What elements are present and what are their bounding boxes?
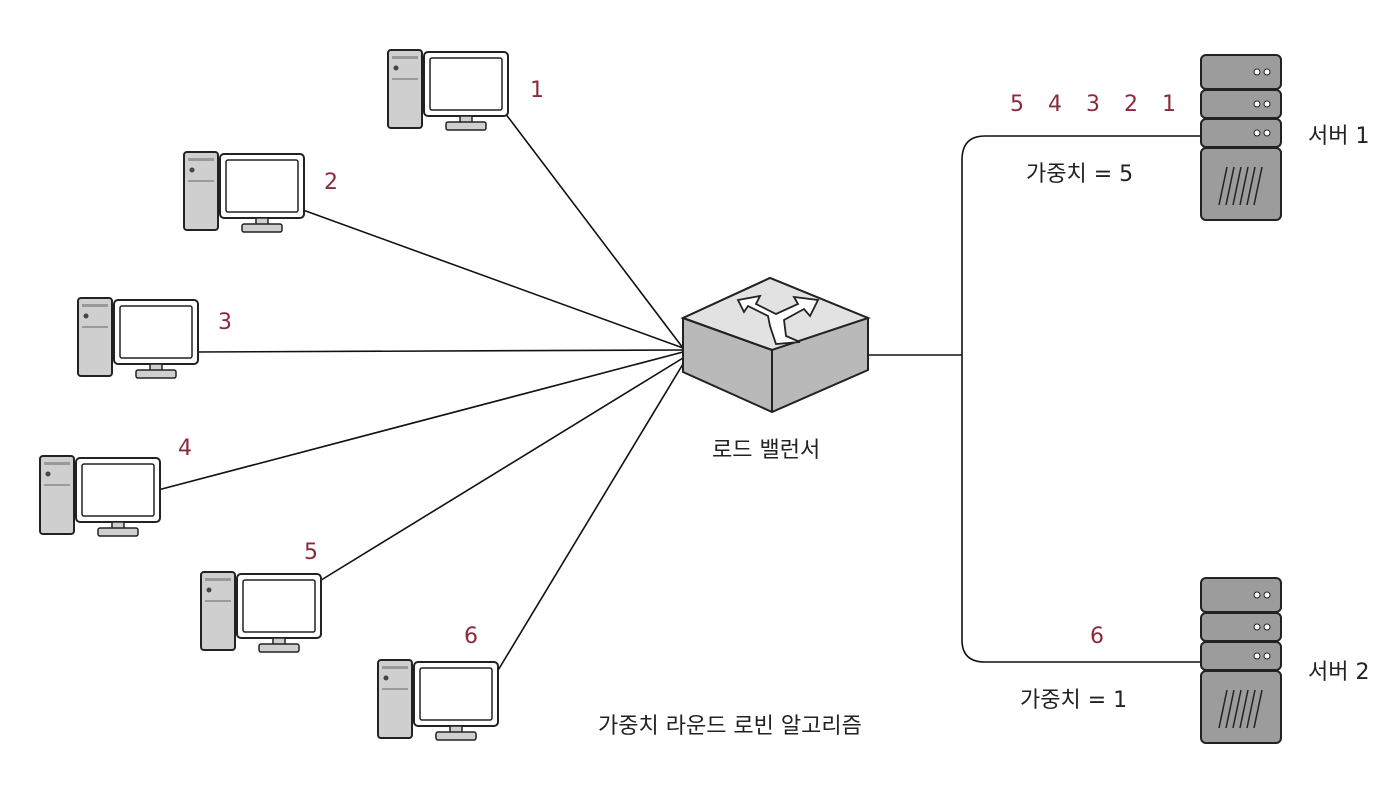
load-balancer-arrows-icon xyxy=(736,294,820,345)
load-balancer-label: 로드 밸런서 xyxy=(712,438,821,463)
client-label-3: 3 xyxy=(218,310,232,335)
link-client-3 xyxy=(195,349,684,353)
server-1-queue-item: 1 xyxy=(1162,92,1176,117)
server-1-queue-item: 2 xyxy=(1124,92,1138,117)
server-2-name: 서버 2 xyxy=(1308,660,1370,685)
client-computer-1 xyxy=(387,49,509,131)
link-client-1 xyxy=(504,112,684,349)
server-2-queue-item: 6 xyxy=(1090,624,1104,649)
server-2-weight: 가중치 = 1 xyxy=(1020,688,1128,713)
diagram-title: 가중치 라운드 로빈 알고리즘 xyxy=(598,714,862,739)
link-client-5 xyxy=(317,357,684,583)
link-client-6 xyxy=(496,363,684,673)
server-links xyxy=(868,135,1200,663)
server-1-weight: 가중치 = 5 xyxy=(1026,162,1134,187)
client-label-5: 5 xyxy=(304,540,318,565)
client-computer-5 xyxy=(200,571,322,653)
client-label-1: 1 xyxy=(530,78,544,103)
client-label-6: 6 xyxy=(464,624,478,649)
server-1-queue-item: 3 xyxy=(1086,92,1100,117)
client-computer-3 xyxy=(77,297,199,379)
link-client-4 xyxy=(157,351,684,491)
client-computer-6 xyxy=(377,659,499,741)
client-computer-2 xyxy=(183,151,305,233)
server-1-queue-item: 5 xyxy=(1010,92,1024,117)
client-links xyxy=(157,112,684,673)
server-2-icon xyxy=(1200,577,1282,744)
client-computer-4 xyxy=(39,455,161,537)
server-1-icon xyxy=(1200,54,1282,221)
client-label-4: 4 xyxy=(178,436,192,461)
client-label-2: 2 xyxy=(324,170,338,195)
link-client-2 xyxy=(302,209,684,349)
load-balancer-device xyxy=(680,276,871,414)
server-1-queue-item: 4 xyxy=(1048,92,1062,117)
server-1-name: 서버 1 xyxy=(1308,124,1370,149)
